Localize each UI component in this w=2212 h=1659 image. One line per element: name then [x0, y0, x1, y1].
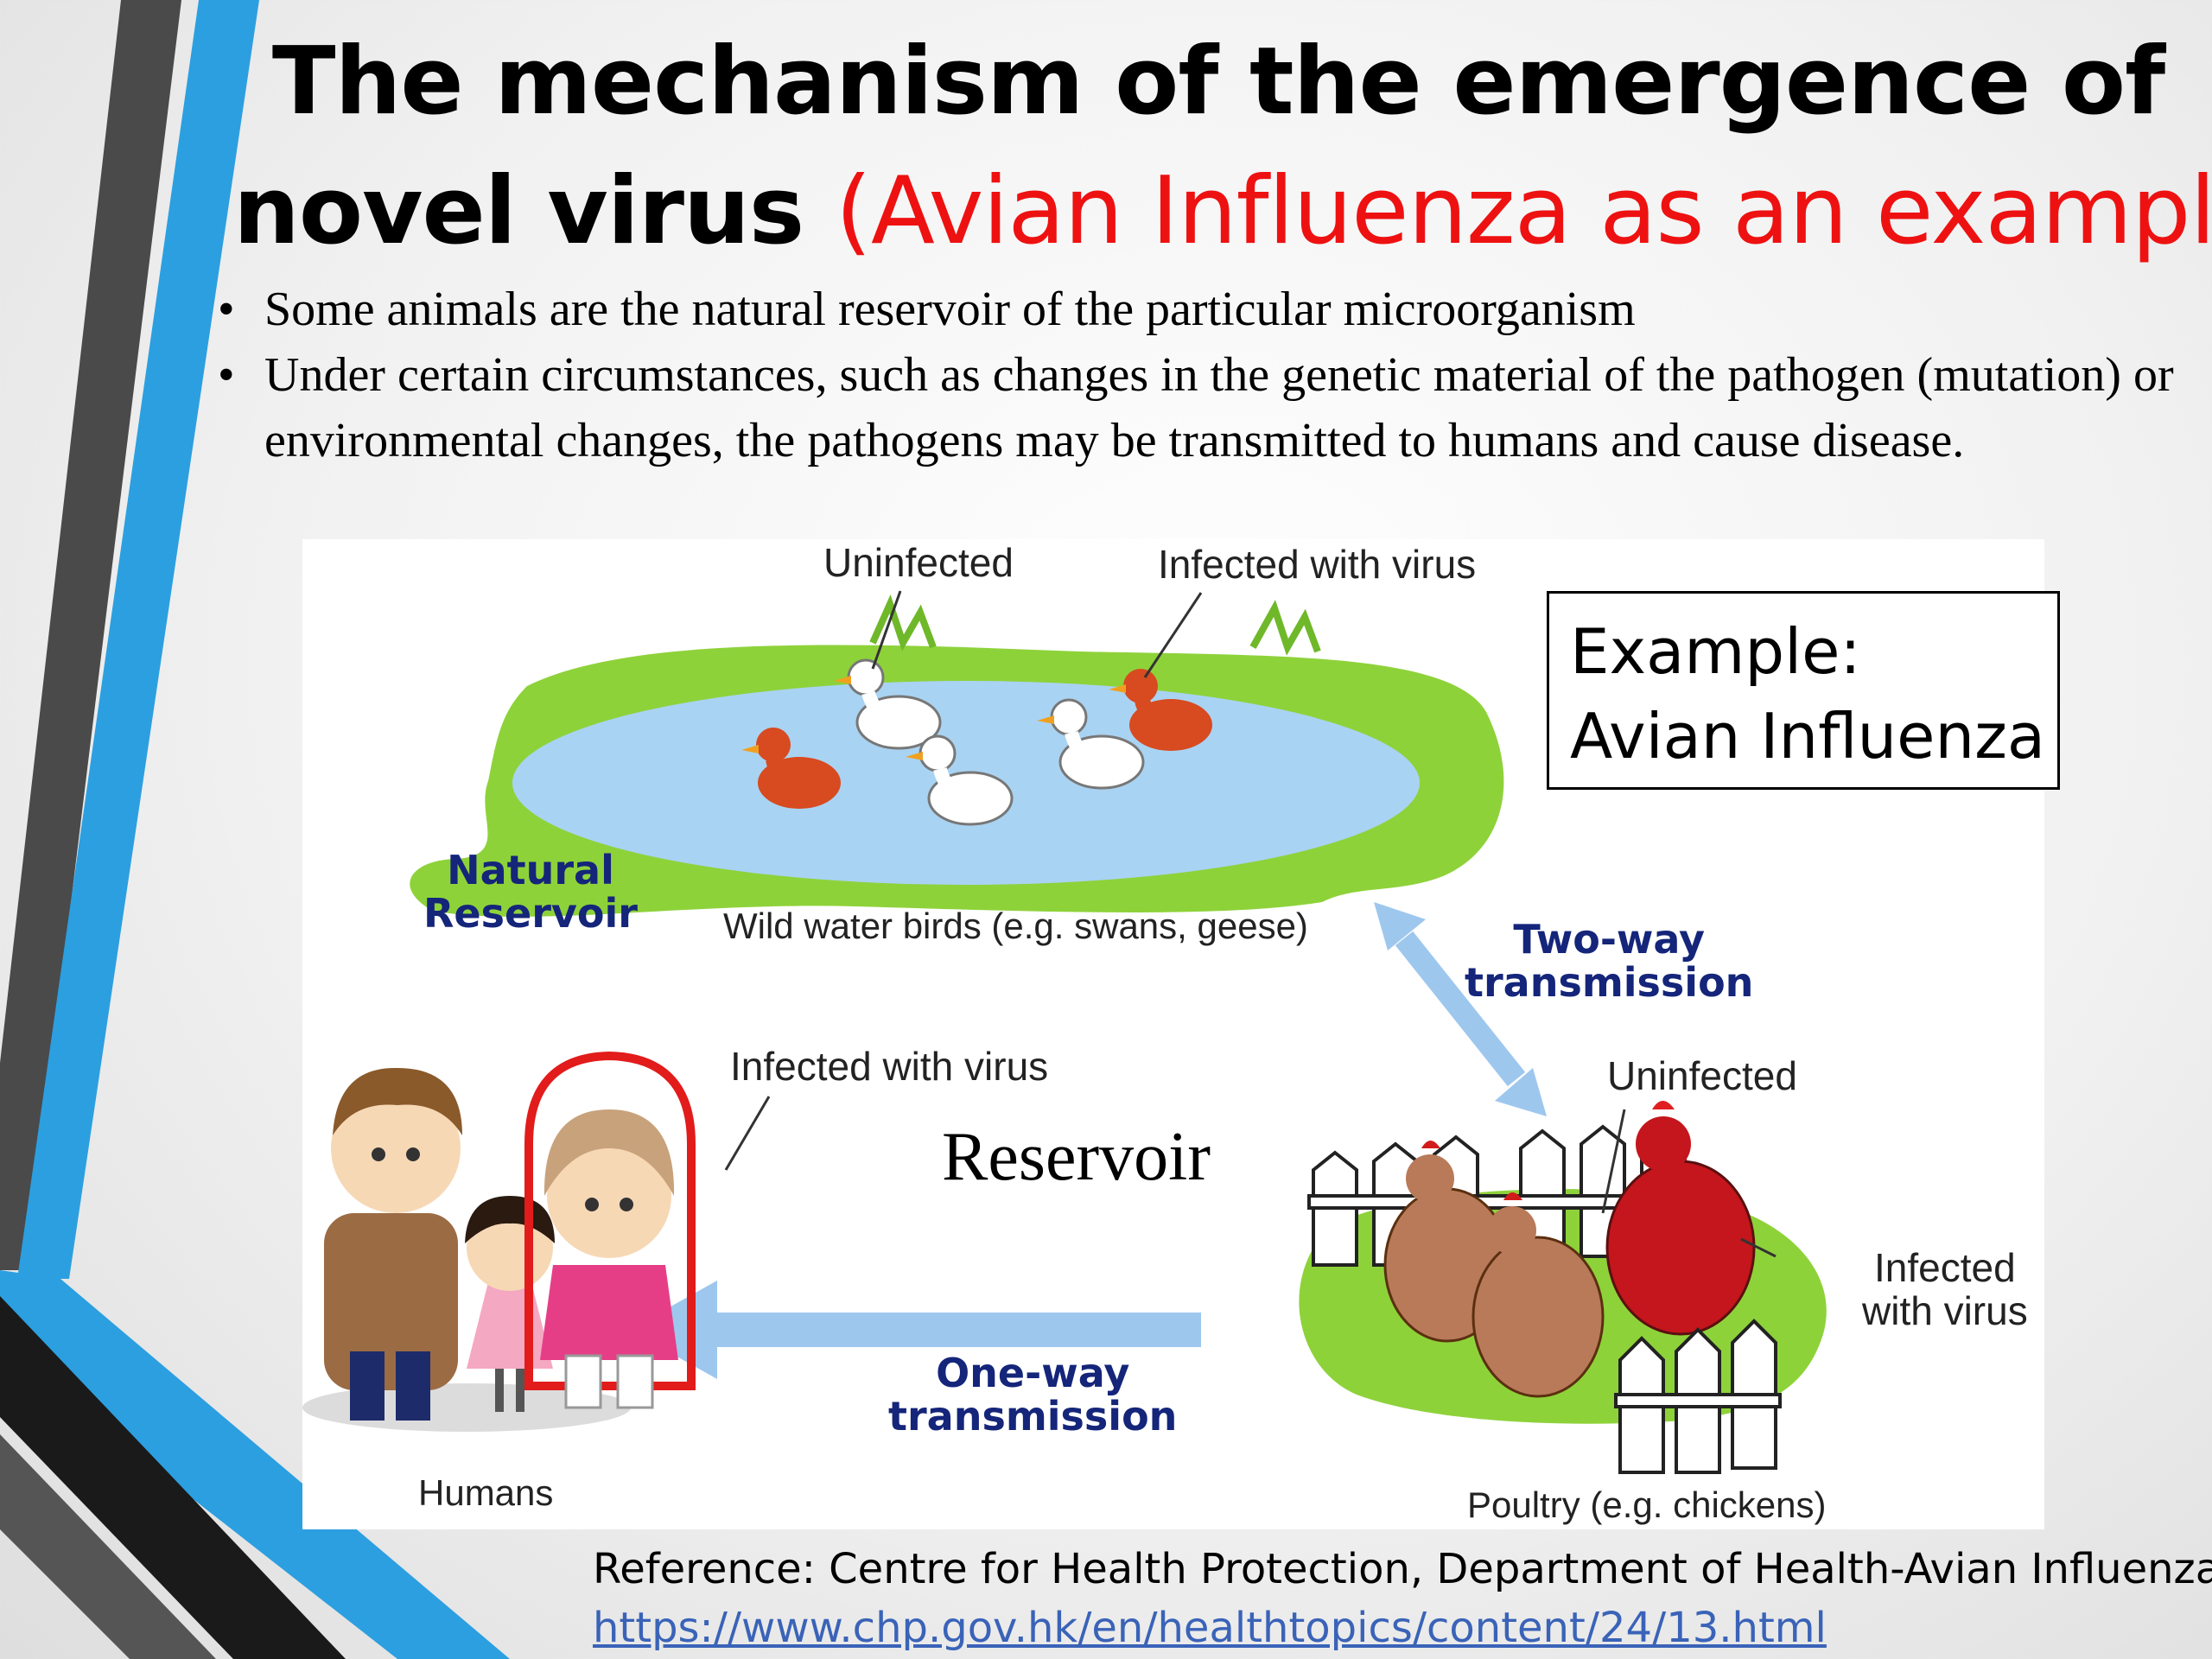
label-infected-ducks: Infected with virus	[1158, 542, 1477, 587]
infected-poultry-line-1: Infected	[1874, 1245, 2016, 1290]
two-way-arrow	[1374, 902, 1547, 1116]
humans-label: Humans	[418, 1472, 554, 1513]
reference-link[interactable]: https://www.chp.gov.hk/en/healthtopics/c…	[593, 1604, 1827, 1652]
one-way-line-2: transmission	[888, 1393, 1178, 1440]
example-line-1: Example:	[1570, 615, 1861, 688]
fence-front	[1614, 1319, 1782, 1474]
stripe-dark	[0, 0, 181, 1270]
child-figure	[465, 1196, 555, 1412]
natural-reservoir-line-1: Natural	[447, 847, 614, 893]
slide-title: The mechanism of the emergence of novel …	[233, 17, 2212, 276]
leader-infected-top	[1143, 592, 1203, 678]
chicken-red	[1605, 1101, 1756, 1336]
stripe-blue-bottom	[0, 1270, 510, 1659]
stripe-black-bottom	[0, 1296, 346, 1659]
one-way-line-1: One-way	[936, 1350, 1130, 1396]
two-way-transmission-label: Two-way transmission	[1465, 918, 1753, 1004]
bullet-list: Some animals are the natural reservoir o…	[216, 276, 2177, 474]
title-black-part: novel virus	[233, 157, 804, 265]
title-line-1: The mechanism of the emergence of	[271, 28, 2165, 136]
leader-infected-poultry	[1740, 1237, 1777, 1258]
one-way-transmission-label: One-way transmission	[888, 1351, 1177, 1438]
diagram-illustration	[302, 590, 1827, 1474]
leader-infected-humans	[724, 1096, 771, 1171]
leader-uninfected-poultry	[1601, 1109, 1626, 1214]
example-box: Example: Avian Influenza	[1547, 591, 2060, 790]
reference: Reference: Centre for Health Protection,…	[593, 1540, 2212, 1657]
transmission-diagram: Uninfected Infected with virus Natural R…	[302, 539, 2060, 1529]
duck-white	[906, 734, 1014, 826]
two-way-line-1: Two-way	[1513, 916, 1706, 963]
wild-birds-label: Wild water birds (e.g. swans, geese)	[723, 906, 1308, 946]
reservoir-label: Reservoir	[942, 1119, 1211, 1195]
bullet-item: Under certain circumstances, such as cha…	[216, 342, 2177, 474]
natural-reservoir-label: Natural Reservoir	[423, 849, 638, 935]
reference-text: Reference: Centre for Health Protection,…	[593, 1545, 2212, 1593]
stripe-blue	[17, 0, 259, 1279]
leader-uninfected-top	[871, 590, 902, 670]
two-way-line-2: transmission	[1465, 959, 1754, 1006]
example-line-2: Avian Influenza	[1570, 700, 2045, 772]
natural-reservoir-line-2: Reservoir	[423, 890, 638, 937]
chicken-brown	[1471, 1192, 1605, 1398]
father-figure	[324, 1067, 462, 1421]
label-infected-humans: Infected with virus	[730, 1044, 1049, 1089]
duck-white	[834, 658, 942, 750]
infected-poultry-line-2: with virus	[1862, 1288, 2028, 1333]
stripe-gray-bottom	[0, 1434, 216, 1659]
title-red-part: (Avian Influenza as an example)	[835, 157, 2212, 265]
duck-red	[741, 728, 841, 809]
poultry-label: Poultry (e.g. chickens)	[1467, 1484, 1827, 1525]
duck-red	[1109, 669, 1212, 751]
label-uninfected-poultry: Uninfected	[1607, 1053, 1797, 1098]
title-line-2: novel virus (Avian Influenza as an examp…	[233, 147, 2212, 276]
duck-white	[1037, 698, 1145, 790]
label-uninfected-ducks: Uninfected	[823, 540, 1014, 585]
bullet-item: Some animals are the natural reservoir o…	[216, 276, 2177, 342]
infected-woman-figure	[524, 1051, 696, 1409]
label-infected-poultry: Infected with virus	[1862, 1246, 2028, 1332]
